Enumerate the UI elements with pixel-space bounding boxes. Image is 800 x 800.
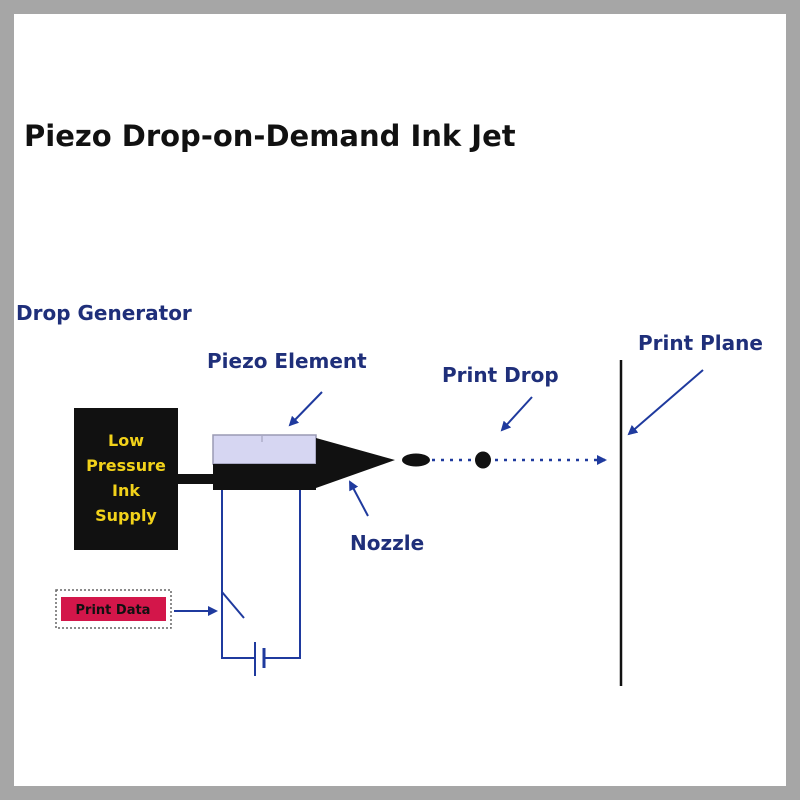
print-data-box: [61, 597, 166, 621]
label-print-plane: Print Plane: [638, 331, 763, 355]
page-title: Piezo Drop-on-Demand Ink Jet: [24, 119, 516, 153]
label-nozzle: Nozzle: [350, 531, 424, 555]
circuit-wire-right: [264, 490, 301, 659]
label-piezo-element: Piezo Element: [207, 349, 367, 373]
print-plane-pointer-arrow: [627, 369, 704, 436]
nozzle-cone: [316, 438, 395, 488]
ejecting-drop: [402, 453, 430, 467]
ink-chamber: [213, 464, 316, 490]
print-drop-pointer-arrow: [500, 396, 533, 432]
supply-text-line-1: Low: [108, 431, 144, 450]
ink-feed-pipe: [178, 474, 216, 484]
ink-supply-box: [74, 408, 178, 550]
piezo-element: [212, 434, 317, 465]
nozzle-pointer-arrow: [349, 480, 369, 517]
diagram-panel: [14, 14, 786, 786]
label-print-drop: Print Drop: [442, 363, 559, 387]
print-data-label: Print Data: [76, 603, 151, 618]
circuit-wire-left: [221, 490, 255, 659]
print-data-outline: [55, 589, 172, 629]
supply-text-line-3: Ink: [112, 481, 140, 500]
circuit-switch: [221, 591, 245, 619]
print-drop: [475, 451, 491, 469]
piezo-pointer-arrow: [288, 391, 323, 427]
label-drop-generator: Drop Generator: [16, 301, 192, 325]
supply-text-line-2: Pressure: [86, 456, 166, 475]
supply-text-line-4: Supply: [95, 506, 157, 525]
